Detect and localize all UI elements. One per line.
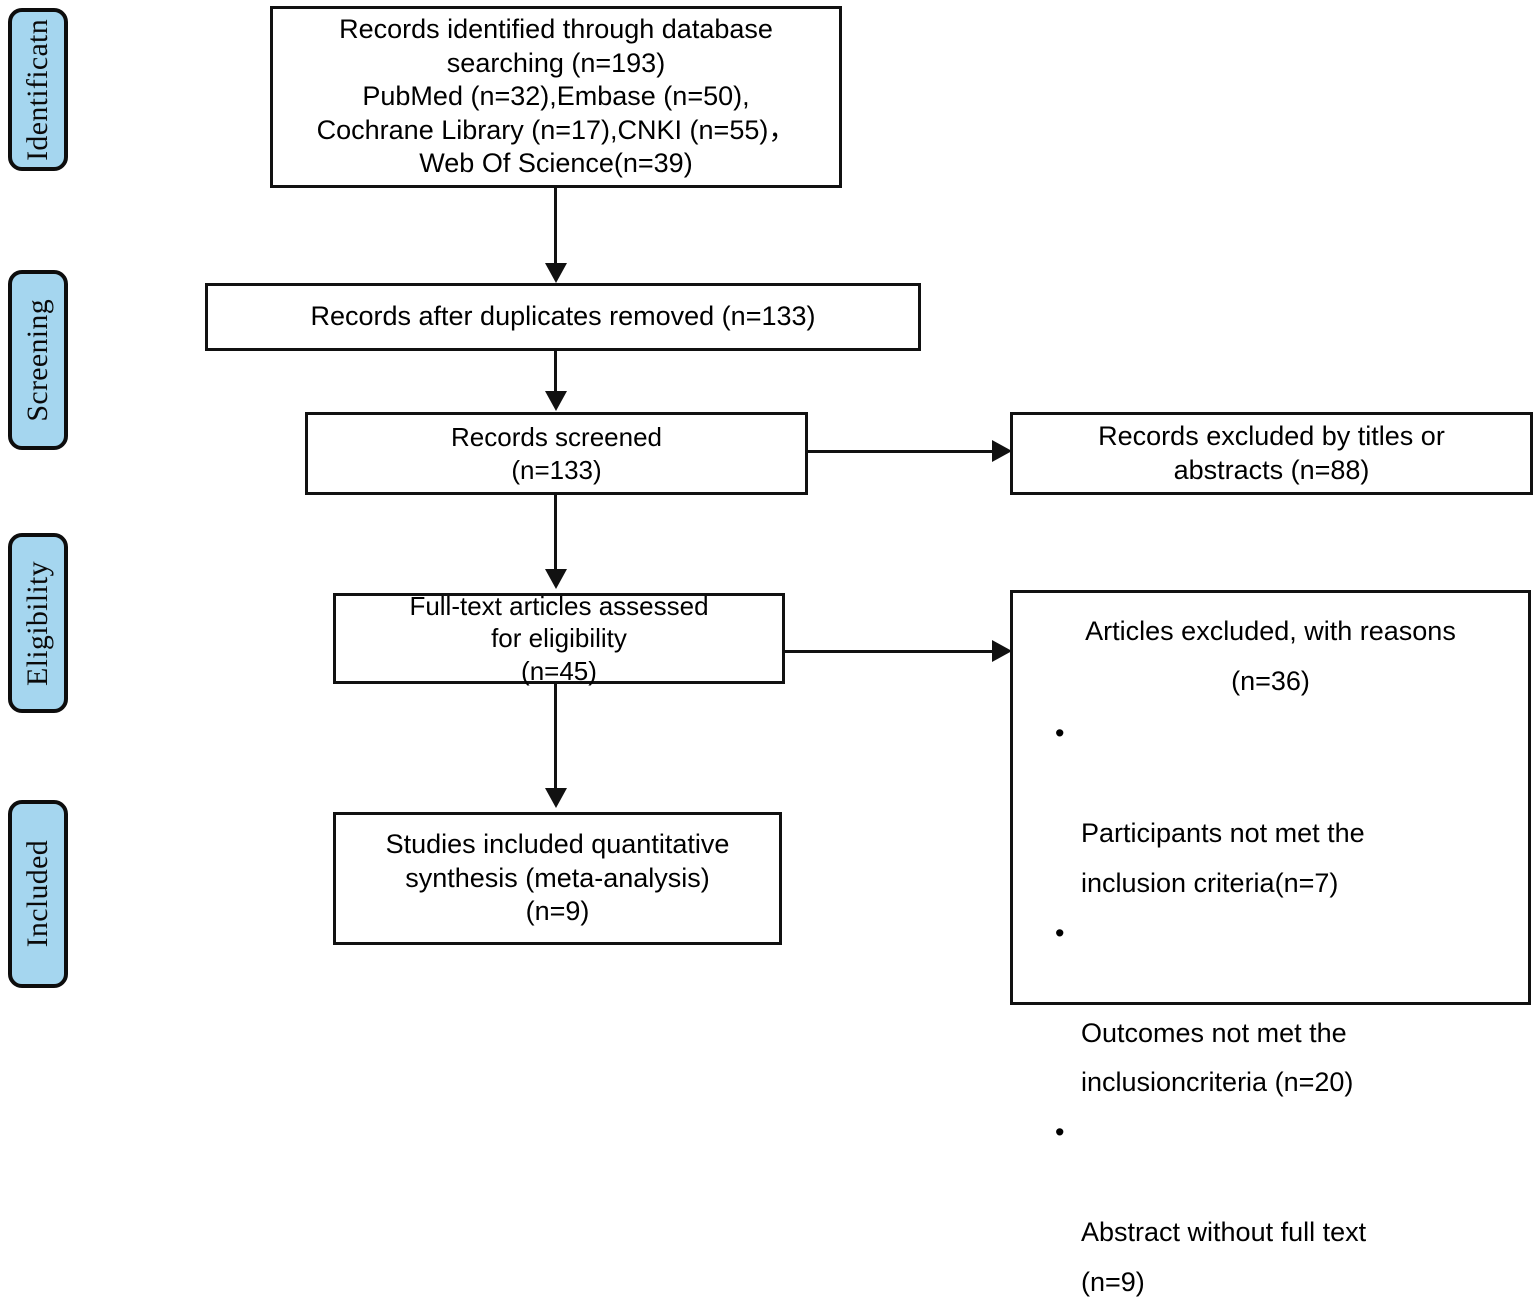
box-records-excluded-text: Records excluded by titles or abstracts … (1098, 421, 1445, 485)
bullet-icon: • (1055, 1117, 1065, 1148)
connector-line (808, 450, 994, 453)
box-articles-excluded-heading: Articles excluded, with reasons (n=36) (1085, 616, 1456, 696)
bullet-icon: • (1055, 917, 1065, 948)
reason-text: Abstract without full text (n=9) (1081, 1217, 1367, 1298)
box-fulltext-assessed: Full-text articles assessed for eligibil… (333, 591, 785, 686)
box-articles-excluded: Articles excluded, with reasons (n=36) •… (1010, 590, 1531, 1297)
prisma-flow-diagram: Identificatn Screening Eligibility Inclu… (8, 6, 1533, 1298)
reason-item: • Participants not met the inclusion cri… (1029, 709, 1512, 909)
stage-tab-label: Eligibility (21, 560, 54, 686)
stage-tab-label: Screening (21, 298, 54, 422)
box-duplicates-removed: Records after duplicates removed (n=133) (205, 283, 921, 351)
box-studies-included-text: Studies included quantitative synthesis … (385, 829, 730, 927)
box-records-identified-text: Records identified through database sear… (316, 14, 796, 179)
arrow-head-right-icon (992, 640, 1012, 662)
box-records-screened-text: Records screened (n=133) (451, 422, 662, 485)
arrow-head-down-icon (545, 391, 567, 411)
articles-excluded-reason-list: • Participants not met the inclusion cri… (1029, 709, 1512, 1308)
box-records-identified: Records identified through database sear… (270, 6, 842, 188)
box-records-excluded: Records excluded by titles or abstracts … (1010, 412, 1533, 495)
reason-item: • Abstract without full text (n=9) (1029, 1108, 1512, 1308)
reason-text: Participants not met the inclusion crite… (1081, 817, 1365, 898)
reason-text: Outcomes not met the inclusioncriteria (… (1081, 1017, 1354, 1098)
reason-item: • Outcomes not met the inclusioncriteria… (1029, 909, 1512, 1109)
box-duplicates-removed-text: Records after duplicates removed (n=133) (310, 301, 816, 332)
stage-tab-screening[interactable]: Screening (8, 270, 68, 450)
connector-line (785, 650, 994, 653)
bullet-icon: • (1055, 717, 1065, 748)
box-fulltext-assessed-text: Full-text articles assessed for eligibil… (409, 591, 709, 686)
box-studies-included: Studies included quantitative synthesis … (333, 812, 782, 945)
stage-tab-label: Identificatn (21, 18, 54, 161)
stage-tab-label: Included (21, 840, 54, 948)
stage-tab-identification[interactable]: Identificatn (8, 8, 68, 171)
stage-tab-included[interactable]: Included (8, 800, 68, 988)
connector-line (554, 495, 557, 571)
stage-tab-eligibility[interactable]: Eligibility (8, 533, 68, 713)
arrow-head-down-icon (545, 788, 567, 808)
arrow-head-down-icon (545, 569, 567, 589)
connector-line (554, 351, 557, 393)
arrow-head-right-icon (992, 440, 1012, 462)
box-records-screened: Records screened (n=133) (305, 412, 808, 495)
connector-line (554, 684, 557, 790)
arrow-head-down-icon (545, 263, 567, 283)
connector-line (554, 188, 557, 265)
